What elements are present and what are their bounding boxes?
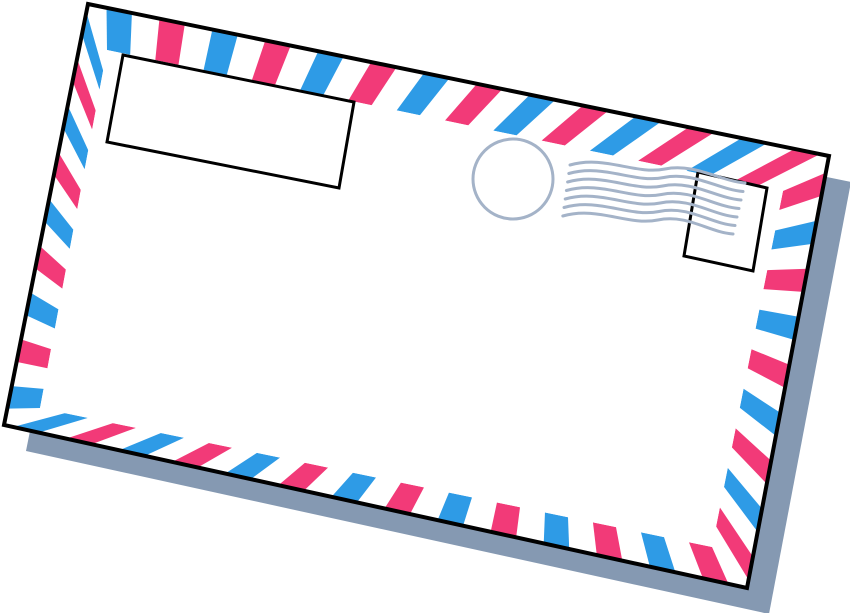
airmail-stripe	[747, 349, 790, 388]
postmark-wave-line	[564, 186, 741, 210]
airmail-stripe	[278, 462, 328, 491]
airmail-stripe	[251, 40, 291, 86]
airmail-stripe	[543, 512, 570, 549]
envelope-outline	[1, 1, 832, 591]
postmark-wave-line	[563, 194, 739, 219]
airmail-stripe	[53, 152, 81, 210]
airmail-stripe	[688, 542, 729, 584]
airmail-stripe	[686, 138, 768, 176]
airmail-stripe	[445, 83, 503, 126]
airmail-stripe	[13, 413, 89, 433]
airmail-stripe	[541, 105, 609, 146]
airmail-stripe	[72, 58, 96, 130]
airmail-stripe	[723, 467, 763, 532]
airmail-stripe	[66, 423, 136, 445]
airmail-stripe	[63, 105, 89, 170]
airmail-stripe	[25, 292, 59, 329]
airmail-stripe	[640, 532, 676, 573]
airmail-stripe	[81, 11, 104, 90]
airmail-stripe	[437, 492, 472, 526]
airmail-stripe	[203, 29, 238, 75]
airmail-stripe	[638, 127, 715, 166]
airmail-stripe	[7, 386, 44, 409]
airmail-stripe	[490, 502, 520, 538]
airmail-stripe	[44, 199, 74, 249]
airmail-stripe	[225, 452, 280, 480]
airmail-stripe	[348, 62, 397, 106]
return-address-box	[105, 53, 356, 190]
airmail-stripe	[763, 268, 808, 292]
airmail-stripe	[35, 245, 66, 289]
airmail-stripe	[589, 116, 662, 156]
airmail-stripe	[300, 51, 344, 96]
airmail-stripe	[331, 472, 376, 503]
airmail-stripe	[16, 339, 52, 369]
airmail-stripe	[384, 482, 424, 515]
airmail-stripe	[106, 7, 132, 55]
airmail-stripe	[739, 388, 781, 436]
airmail-stripe	[396, 72, 450, 116]
postmark-wave-lines-icon	[561, 160, 747, 236]
airmail-stripe	[172, 442, 232, 468]
airmail-stripe	[493, 94, 556, 136]
airmail-stripe	[771, 220, 817, 250]
envelope-inner-panel	[40, 50, 783, 547]
airmail-stripe	[755, 309, 799, 340]
airmail-stripe	[734, 148, 821, 186]
airmail-stripe	[779, 172, 826, 210]
postmark-circle-icon	[471, 137, 555, 221]
airmail-stripe	[592, 522, 623, 561]
airmail-stripe	[155, 18, 185, 65]
postmark-wave-line	[562, 203, 737, 227]
postmark-wave-line	[567, 169, 745, 193]
postmark-wave-line	[568, 160, 747, 185]
postmark-wave-line	[561, 211, 735, 236]
airmail-stripe	[731, 428, 772, 484]
airmail-stripe-border	[7, 7, 826, 584]
postmark-wave-line	[566, 177, 743, 202]
airmail-stripe	[716, 507, 753, 580]
airmail-stripe	[119, 433, 184, 456]
